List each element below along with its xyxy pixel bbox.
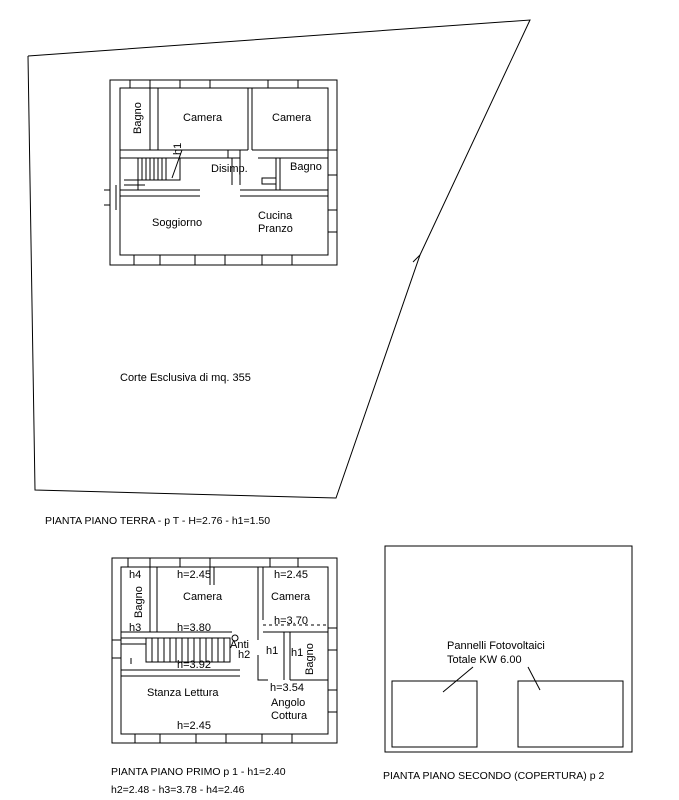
height-label-h2: h2 xyxy=(238,649,250,661)
second-floor-caption: PIANTA PIANO SECONDO (COPERTURA) p 2 xyxy=(383,770,604,782)
room-label-cottura: Cottura xyxy=(271,710,308,722)
height-label-h245-bottom: h=2.45 xyxy=(177,720,211,732)
room-label-soggiorno: Soggiorno xyxy=(152,217,202,229)
room-label-cucina: Cucina xyxy=(258,210,293,222)
second-floor-plan xyxy=(384,545,633,753)
room-label-camera-left: Camera xyxy=(183,112,223,124)
room-label-bagno: Bagno xyxy=(133,586,145,618)
room-label-disimp: Disimp. xyxy=(211,163,248,175)
height-label-h1-a: h1 xyxy=(266,645,278,657)
pannelli-label: Pannelli Fotovoltaici xyxy=(447,640,545,652)
height-label-h245-right: h=2.45 xyxy=(274,569,308,581)
ground-floor-caption: PIANTA PIANO TERRA - p T - H=2.76 - h1=1… xyxy=(45,515,270,527)
height-label-h370: h=3.70 xyxy=(274,615,308,627)
room-label-bagno-right: Bagno xyxy=(290,161,322,173)
totale-label: Totale KW 6.00 xyxy=(447,654,522,666)
height-label-h392: h=3.92 xyxy=(177,659,211,671)
first-floor-plan xyxy=(111,557,338,744)
corte-label: Corte Esclusiva di mq. 355 xyxy=(120,372,251,384)
room-label-bagno-right-1: Bagno xyxy=(304,643,316,675)
solar-panel-left xyxy=(391,680,478,748)
room-label-camera-right: Camera xyxy=(272,112,312,124)
height-label-h4: h4 xyxy=(129,569,141,581)
first-floor-caption-line2: h2=2.48 - h3=3.78 - h4=2.46 xyxy=(111,784,245,796)
room-label-camera-left-1: Camera xyxy=(183,591,223,603)
height-label-h245-top: h=2.45 xyxy=(177,569,211,581)
ground-floor-plan xyxy=(104,79,338,266)
room-label-pranzo: Pranzo xyxy=(258,223,293,235)
leader-line-right xyxy=(527,666,541,691)
height-label-h1-b: h1 xyxy=(291,647,303,659)
height-label-h1: h1 xyxy=(172,143,184,155)
room-label-anti: Anti xyxy=(230,639,249,651)
room-label-bagno-left: Bagno xyxy=(132,102,144,134)
plot-boundary-tick xyxy=(412,254,421,263)
first-floor-caption-line1: PIANTA PIANO PRIMO p 1 - h1=2.40 xyxy=(111,766,286,778)
height-label-h354: h=3.54 xyxy=(270,682,304,694)
room-label-camera-right-1: Camera xyxy=(271,591,311,603)
roof-outline xyxy=(384,545,633,753)
room-label-angolo: Angolo xyxy=(271,697,305,709)
height-label-h3: h3 xyxy=(129,622,141,634)
leader-line-left xyxy=(442,666,474,693)
room-label-stanza-lettura: Stanza Lettura xyxy=(147,687,219,699)
plot-boundary xyxy=(27,19,531,499)
height-label-h380: h=3.80 xyxy=(177,622,211,634)
solar-panel-right xyxy=(517,680,624,748)
